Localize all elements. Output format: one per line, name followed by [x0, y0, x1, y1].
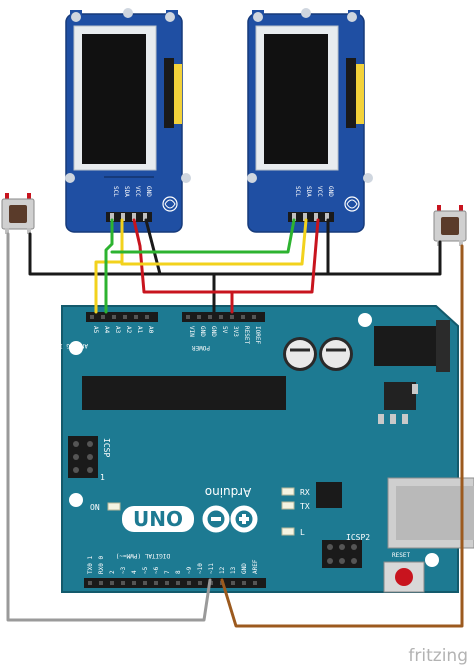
header-pin-label: ~6 — [153, 566, 160, 574]
oled-pin-label: SCL — [112, 186, 119, 197]
header-pin-label: A3 — [114, 326, 121, 334]
header-pin-label: IOREF — [254, 326, 261, 344]
header-pin-label: GND — [241, 563, 248, 574]
arduino-uno-board: ICSP 1 ICSP2 RESET ON RX TX L UNO — [55, 305, 474, 593]
voltage-regulator — [378, 382, 418, 424]
header-pin-label: 12 — [219, 566, 226, 574]
header-pin-label: 2 — [109, 570, 116, 574]
header-pin-label: ~10 — [197, 563, 204, 574]
uno-logo: UNO — [122, 506, 194, 532]
header-pin-label: A4 — [103, 326, 110, 334]
icsp-header — [68, 436, 98, 478]
header-pin-label: ~5 — [142, 566, 149, 574]
capacitor-2 — [319, 337, 353, 371]
grove-logo-left — [162, 196, 178, 212]
rx-label: RX — [300, 488, 310, 497]
header-pin-label: AREF — [252, 559, 259, 574]
header-pin-label: 7 — [164, 570, 171, 574]
header-pin-label: GND — [210, 326, 217, 337]
wire-button-right-pin9 — [220, 244, 464, 628]
wire-scl-left — [104, 218, 114, 314]
wire-button-left-pin8 — [6, 232, 212, 622]
header-pin-label: 4 — [131, 570, 138, 574]
wire-vcc-right — [230, 218, 320, 294]
arduino-infinity-logo — [202, 505, 258, 533]
rx-led — [281, 487, 295, 496]
oled-pin-label: VCC — [316, 186, 323, 197]
icsp2-header — [322, 540, 362, 568]
wire-vcc-left — [132, 218, 234, 314]
header-pin-label: GND — [199, 326, 206, 337]
oled-screen-right — [264, 34, 328, 164]
header-pin-label: ~11 — [208, 563, 215, 574]
header-pin-label: 3V3 — [232, 326, 239, 337]
capacitor-1 — [283, 337, 317, 371]
reset-button[interactable] — [383, 561, 425, 593]
header-pin-label: RX0 0 — [98, 556, 105, 574]
fritzing-watermark: fritzing — [408, 646, 468, 666]
wire-sda-left — [94, 218, 124, 314]
analog-in-label: ANALOG IN — [55, 342, 88, 349]
model-label: UNO — [133, 507, 183, 531]
header-pin-label: A0 — [147, 326, 154, 334]
reset-label: RESET — [392, 552, 410, 559]
wire-gnd-bus — [28, 232, 442, 276]
brand-label: Arduino — [205, 485, 251, 499]
icsp2-label: ICSP2 — [346, 533, 370, 542]
power-label: POWER — [192, 344, 210, 351]
push-button-right — [433, 205, 467, 246]
header-pin-label: RESET — [243, 326, 250, 344]
header-pin-label: ~9 — [186, 566, 193, 574]
oled-pin-label: SDA — [305, 186, 312, 197]
header-pin-label: 8 — [175, 570, 182, 574]
push-button-left — [1, 193, 35, 234]
on-label: ON — [90, 503, 100, 512]
digital-label: DIGITAL (PWM=~) — [116, 552, 170, 559]
oled-pin-label: SDA — [123, 186, 130, 197]
dc-power-jack — [374, 320, 450, 372]
l-led — [281, 527, 295, 536]
header-pin-label: 13 — [230, 566, 237, 574]
usb-chip — [316, 482, 342, 508]
wires — [6, 218, 464, 628]
header-pin-label: TX0 1 — [87, 556, 94, 574]
analog-header: A5 A4 A3 A2 A1 A0 — [86, 312, 158, 334]
header-pin-label: 5V — [221, 326, 228, 334]
oled-pin-label: SCL — [294, 186, 301, 197]
header-pin-label: ~3 — [120, 566, 127, 574]
header-pin-label: VIN — [188, 326, 195, 337]
wire-scl-right — [110, 218, 296, 254]
oled-screen-left — [82, 34, 146, 164]
l-label: L — [300, 528, 305, 537]
wire-sda-right — [120, 218, 308, 266]
tx-led — [281, 501, 295, 510]
oled-module-right: SCL SDA VCC GND — [247, 8, 373, 233]
oled-pin-label: GND — [327, 186, 334, 197]
tx-label: TX — [300, 502, 310, 511]
oled-pin-label: VCC — [134, 186, 141, 197]
header-pin-label: A1 — [136, 326, 143, 334]
oled-module-left: SCL SDA VCC GND — [65, 8, 191, 233]
power-header: VIN GND GND 5V 3V3 RESET IOREF — [182, 312, 265, 344]
header-pin-label: A5 — [92, 326, 99, 334]
icsp-label: ICSP — [102, 438, 111, 457]
on-led — [107, 502, 121, 511]
atmega-chip — [82, 376, 286, 410]
header-pin-label: A2 — [125, 326, 132, 334]
grove-logo-right — [344, 196, 360, 212]
oled-pin-label: GND — [145, 186, 152, 197]
icsp-pin-one-label: 1 — [100, 473, 105, 482]
